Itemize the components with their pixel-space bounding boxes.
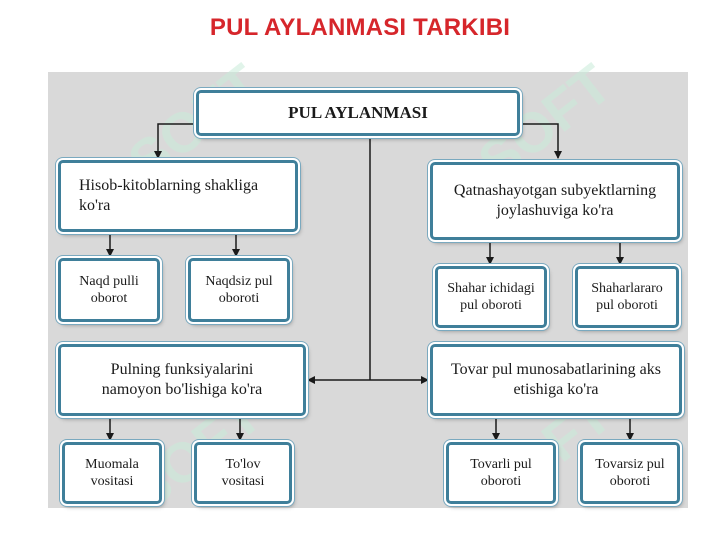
leaf-intercity: Shaharlararo pul oboroti <box>575 266 679 328</box>
leaf-payment-means: To'lov vositasi <box>194 442 292 504</box>
root-label: PUL AYLANMASI <box>288 103 428 123</box>
leaf-noncash: Naqdsiz pul oboroti <box>188 258 290 322</box>
category-commodity-money: Tovar pul munosabatlarining aks etishiga… <box>430 344 682 416</box>
leaf-commodity: Tovarli pul oboroti <box>446 442 556 504</box>
category-label: Qatnashayotgan subyektlarning joylashuvi… <box>453 182 657 219</box>
category-participants-location: Qatnashayotgan subyektlarning joylashuvi… <box>430 162 680 240</box>
slide-title: PUL AYLANMASI TARKIBI <box>209 14 511 41</box>
leaf-label: Naqdsiz pul oboroti <box>205 273 273 307</box>
leaf-cash: Naqd pulli oborot <box>58 258 160 322</box>
leaf-intracity: Shahar ichidagi pul oboroti <box>435 266 547 328</box>
category-label: Hisob-kitoblarning shakliga ko'ra <box>79 177 259 214</box>
category-settlement-form: Hisob-kitoblarning shakliga ko'ra <box>58 160 298 232</box>
leaf-label: Tovarli pul oboroti <box>470 456 532 490</box>
leaf-noncommodity: Tovarsiz pul oboroti <box>580 442 680 504</box>
category-money-functions: Pulning funksiyalarini namoyon bo'lishig… <box>58 344 306 416</box>
leaf-label: Shahar ichidagi pul oboroti <box>447 280 535 314</box>
leaf-label: Tovarsiz pul oboroti <box>595 456 665 490</box>
leaf-circulation-means: Muomala vositasi <box>62 442 162 504</box>
root-box: PUL AYLANMASI <box>196 90 520 136</box>
category-label: Pulning funksiyalarini namoyon bo'lishig… <box>101 361 263 398</box>
leaf-label: To'lov vositasi <box>221 456 265 490</box>
connector-root-to-settlement <box>154 123 196 159</box>
leaf-label: Muomala vositasi <box>85 456 139 490</box>
category-label: Tovar pul munosabatlarining aks etishiga… <box>451 361 661 398</box>
leaf-label: Naqd pulli oborot <box>79 273 139 307</box>
leaf-label: Shaharlararo pul oboroti <box>591 280 663 314</box>
connector-root-to-location <box>520 123 562 159</box>
